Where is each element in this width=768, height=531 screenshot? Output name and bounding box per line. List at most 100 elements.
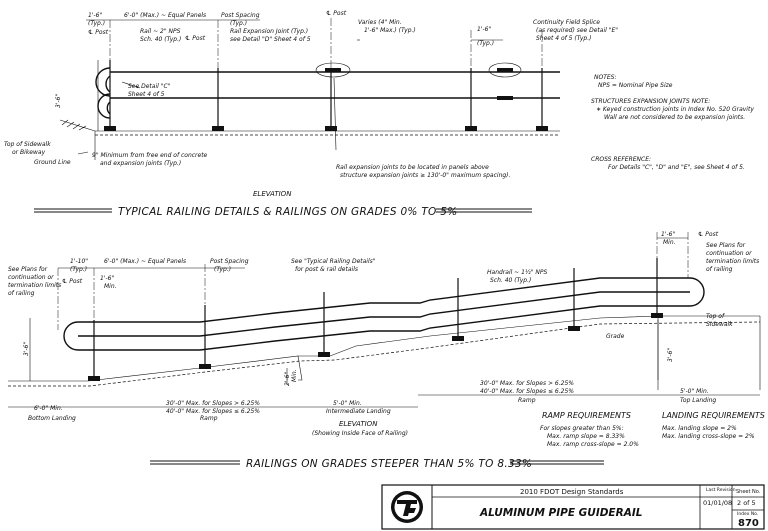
varies-max-label: 1'-6" Max.) (Typ.) [364,27,416,34]
ramp-req-3: Max. ramp cross-slope = 2.0% [547,441,639,448]
sheet-name: ALUMINUM PIPE GUIDERAIL [479,507,642,519]
typ-label-bottom: (Typ.) [70,266,87,273]
cross-ref-heading: CROSS REFERENCE: [591,156,651,163]
sej-note-1: ∗ Keyed construction joints in Index No.… [596,106,754,113]
see-detail-c-sheet-label: Sheet 4 of 5 [128,91,165,98]
dim-1-6-typ: 1'-6" [88,12,102,19]
see-plans-right-2: continuation or [706,250,752,257]
ramp-dim-left-1: 30'-0" Max. for Slopes > 6.25% [166,400,260,407]
notes-block: NOTES: NPS = Nominal Pipe Size STRUCTURE… [591,74,754,171]
five-min-intermediate: 5'-0" Min. [333,400,362,407]
sej-heading: STRUCTURES EXPANSION JOINTS NOTE: [591,98,710,105]
top-landing-label: Top Landing [680,397,716,404]
ramp-dim-right-1: 30'-0" Max. for Slopes > 6.25% [480,380,574,387]
standards-label: 2010 FDOT Design Standards [520,488,624,496]
see-plans-left-2: continuation or [8,274,54,281]
elevation-label-top: ELEVATION [253,190,292,198]
section-title-bottom: RAILINGS ON GRADES STEEPER THAN 5% TO 8.… [246,458,532,470]
see-plans-left-3: termination limits [8,282,61,289]
ramp-dim-right-2: 40'-0" Max. for Slopes ≤ 6.25% [480,388,574,395]
top-of-label: Top of [706,313,725,320]
post-spacing-bottom: Post Spacing [210,258,249,265]
dim-1-6-top: 1'-6" [661,231,675,238]
height-left-label: 3'-6" [23,342,30,356]
see-plans-left-1: See Plans for [8,266,48,273]
intermediate-landing-label: Intermediate Landing [326,408,391,415]
equal-panels-bottom: 6'-0" (Max.) ~ Equal Panels [104,258,186,265]
see-plans-right-4: of railing [706,266,733,273]
dim-1-6-right: 1'-6" [477,26,491,33]
last-revision-date: 01/01/08 [703,499,732,507]
section-title-2: RAILINGS ON GRADES STEEPER THAN 5% TO 8.… [150,458,604,470]
ramp-label-a: Ramp [200,415,218,422]
sej-note-2: Wall are not considered to be expansion … [604,114,745,121]
cl-post-label: ℄ Post [88,29,109,36]
grade-label: Grade [606,333,625,340]
six-min-label: 6'-0" Min. [34,405,63,412]
bottom-landing-label: Bottom Landing [28,415,76,422]
ramp-req-2: Max. ramp slope = 8.33% [547,433,625,440]
continuity-detail-label: (as required) see Detail "E" [536,27,618,34]
requirements-block: RAMP REQUIREMENTS For slopes greater tha… [540,411,765,448]
cl-post-c-label: ℄ Post [326,10,347,17]
rail-exp-joint-ref-label: see Detail "D" Sheet 4 of 5 [230,36,311,43]
cl-post-bottom: ℄ Post [62,278,83,285]
typ-label: (Typ.) [88,20,105,27]
post-rail-details-label: for post & rail details [295,266,358,273]
sheet-no: 2 of 5 [737,499,756,507]
nine-in-min-label: 9" Minimum from free end of concrete [92,152,208,159]
section-title-top: TYPICAL RAILING DETAILS & RAILINGS ON GR… [118,206,458,218]
dim-1-6-min-label: 1'-6" [100,275,114,282]
top-elevation-labels: 1'-6" (Typ.) ℄ Post 6'-0" (Max.) ~ Equal… [4,10,618,198]
five-min-top: 5'-0" Min. [680,388,709,395]
landing-req-1: Max. landing slope = 2% [662,425,737,432]
landing-requirements-heading: LANDING REQUIREMENTS [662,411,765,420]
see-typical-label: See "Typical Railing Details" [291,258,376,265]
elevation-sub-label: (Showing Inside Face of Railing) [312,430,408,437]
last-revision-label: Last Revision [706,487,736,493]
see-plans-right-3: termination limits [706,258,759,265]
cross-ref-note: For Details "C", "D" and "E", see Sheet … [608,164,745,171]
post-spacing-typ-label: (Typ.) [230,20,247,27]
top-elevation [59,18,560,160]
ground-hatch [59,119,96,132]
notes-heading: NOTES: [594,74,617,81]
index-no-label: Index No. [737,511,758,517]
ramp-req-1: For slopes greater than 5%: [540,425,624,432]
fdot-logo-icon [391,491,423,523]
cl-post-right: ℄ Post [698,231,719,238]
section-title-1: TYPICAL RAILING DETAILS & RAILINGS ON GR… [34,206,532,218]
see-plans-left-4: of railing [8,290,35,297]
rail-sch-label: Sch. 40 (Typ.) [140,36,181,43]
see-plans-right-1: See Plans for [706,242,746,249]
cl-post-b-label: ℄ Post [185,35,206,42]
elevation-label-bottom: ELEVATION [339,420,378,428]
bikeway-label: or Bikeway [12,149,46,156]
nps-note: NPS = Nominal Pipe Size [598,82,673,89]
sheet-no-label: Sheet No. [736,489,761,495]
rail-exp-joint-label: Rail Expansion Joint (Typ.) [230,28,308,35]
height-label: 3'-6" [55,94,62,108]
handrail-sch-label: Sch. 40 (Typ.) [490,277,531,284]
equal-panels-label: 6'-0" (Max.) ~ Equal Panels [124,12,206,19]
handrail-label: Handrail ~ 1½" NPS [487,269,548,276]
rail-exp-note-label: Rail expansion joints to be located in p… [336,164,489,171]
title-block: 2010 FDOT Design Standards ALUMINUM PIPE… [381,484,765,530]
continuity-sheet-label: Sheet 4 of 5 (Typ.) [536,35,592,42]
two-ft-label: 2'-6" [284,372,291,386]
typ-right-label: (Typ.) [477,40,494,47]
rail-exp-note-2-label: structure expansion joints ≥ 130'-0" max… [340,172,511,179]
min-label: Min. [104,283,117,290]
landing-req-2: Max. landing cross-slope = 2% [662,433,755,440]
post-spacing-typ-bottom: (Typ.) [214,266,231,273]
rail-nps-label: Rail ~ 2" NPS [140,28,181,35]
ramp-dim-left-2: 40'-0" Max. for Slopes ≤ 6.25% [166,408,260,415]
bottom-elevation-labels: 1'-10" (Typ.) ℄ Post 1'-6" Min. 6'-0" (M… [8,231,759,437]
index-no: 870 [738,518,759,529]
two-ft-min-label: Min. [291,369,298,382]
ramp-requirements-heading: RAMP REQUIREMENTS [542,411,631,420]
dim-1-10-label: 1'-10" [70,258,88,265]
nine-in-joints-label: and expansion joints (Typ.) [100,160,181,167]
height-right-label: 3'-6" [667,348,674,362]
